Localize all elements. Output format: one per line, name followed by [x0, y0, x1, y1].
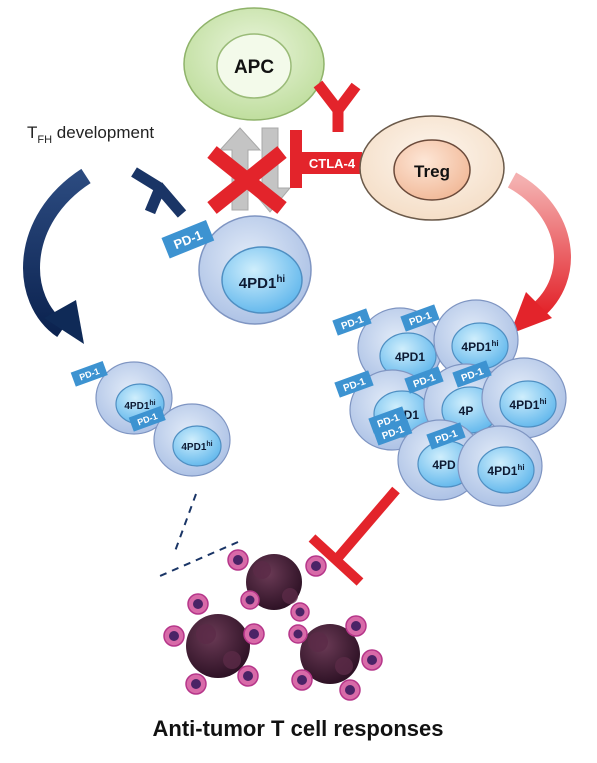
pd1-tag: PD-1 [404, 366, 444, 394]
pd1-tag: PD-1 [128, 405, 166, 432]
svg-text:4PD1hi: 4PD1hi [461, 339, 498, 354]
svg-text:4PD1hi: 4PD1hi [124, 400, 155, 412]
cell-superscript: hi [491, 339, 498, 348]
cell-superscript: hi [276, 274, 285, 285]
effector-t-cells [163, 549, 383, 701]
tumor-cluster-left [186, 614, 250, 678]
pd1-tag: PD-1 [426, 422, 466, 450]
cell-label-partial: 4PD1 [395, 350, 425, 364]
cell-label-partial: 4P [459, 404, 474, 418]
cell-label: 4PD1 [461, 340, 491, 354]
cell-superscript: hi [539, 397, 546, 406]
central-4pd1hi-cell: 4PD1hi PD-1 [161, 215, 312, 325]
cell-superscript: hi [206, 441, 212, 448]
treg-cell: Treg [359, 115, 505, 221]
tumor-cluster-right [300, 624, 360, 684]
cell-label: 4PD1 [487, 464, 517, 478]
cell-superscript: hi [517, 463, 524, 472]
pd1-tag: PD-1 [334, 370, 374, 398]
cell-label: 4PD1 [509, 398, 539, 412]
red-antibody-icon [313, 80, 361, 132]
tumor-cluster-top [246, 554, 302, 610]
tfh-rest: development [52, 123, 154, 142]
svg-text:TFH development: TFH development [27, 123, 154, 146]
ctla4-label: CTLA-4 [309, 156, 356, 171]
svg-text:4PD1hi: 4PD1hi [239, 274, 286, 292]
dashed-connector [159, 493, 239, 577]
apc-label: APC [234, 57, 274, 78]
tfh-prefix: T [27, 123, 37, 142]
cell-superscript: hi [149, 400, 155, 407]
cell-label-partial: 4PD [432, 458, 456, 472]
ctla4-inhibition: CTLA-4 [290, 130, 362, 188]
footer-caption: Anti-tumor T cell responses [153, 716, 444, 741]
small-cell-cluster: 4PD1hi PD-1 4PD1hi PD-1 [70, 360, 231, 477]
ctla4-tag [302, 152, 362, 174]
svg-text:4PD1hi: 4PD1hi [487, 463, 524, 478]
pd1-tag: PD-1 [400, 304, 440, 332]
svg-text:4PD1hi: 4PD1hi [181, 441, 212, 453]
tfh-subscript: FH [37, 134, 52, 146]
navy-antibody-icon [131, 167, 187, 218]
pd1-tag: PD-1 [373, 418, 413, 446]
large-cell-cluster: 4PD1 4PD1hi 4PD1 4P 4PD1hi 4PD 4PD1hi PD [332, 299, 567, 507]
pd1-tag: PD-1 [332, 308, 372, 336]
ctla4-bar [290, 130, 302, 188]
red-x-block-icon [207, 146, 287, 214]
pd1-tag: PD-1 [70, 360, 108, 387]
cell-label: 4PD1 [124, 401, 149, 412]
red-inhibition-icon [308, 486, 400, 586]
cell-label: 4PD1 [181, 442, 206, 453]
red-curved-arrow [507, 172, 571, 334]
pd1-tag: PD-1 [452, 360, 492, 388]
apc-cell: APC [183, 7, 325, 121]
navy-curved-arrow [23, 168, 91, 344]
svg-text:4PD1hi: 4PD1hi [509, 397, 546, 412]
treg-label: Treg [414, 162, 450, 181]
tfh-development-label: TFH development [27, 123, 154, 146]
cell-label: 4PD1 [239, 275, 277, 292]
